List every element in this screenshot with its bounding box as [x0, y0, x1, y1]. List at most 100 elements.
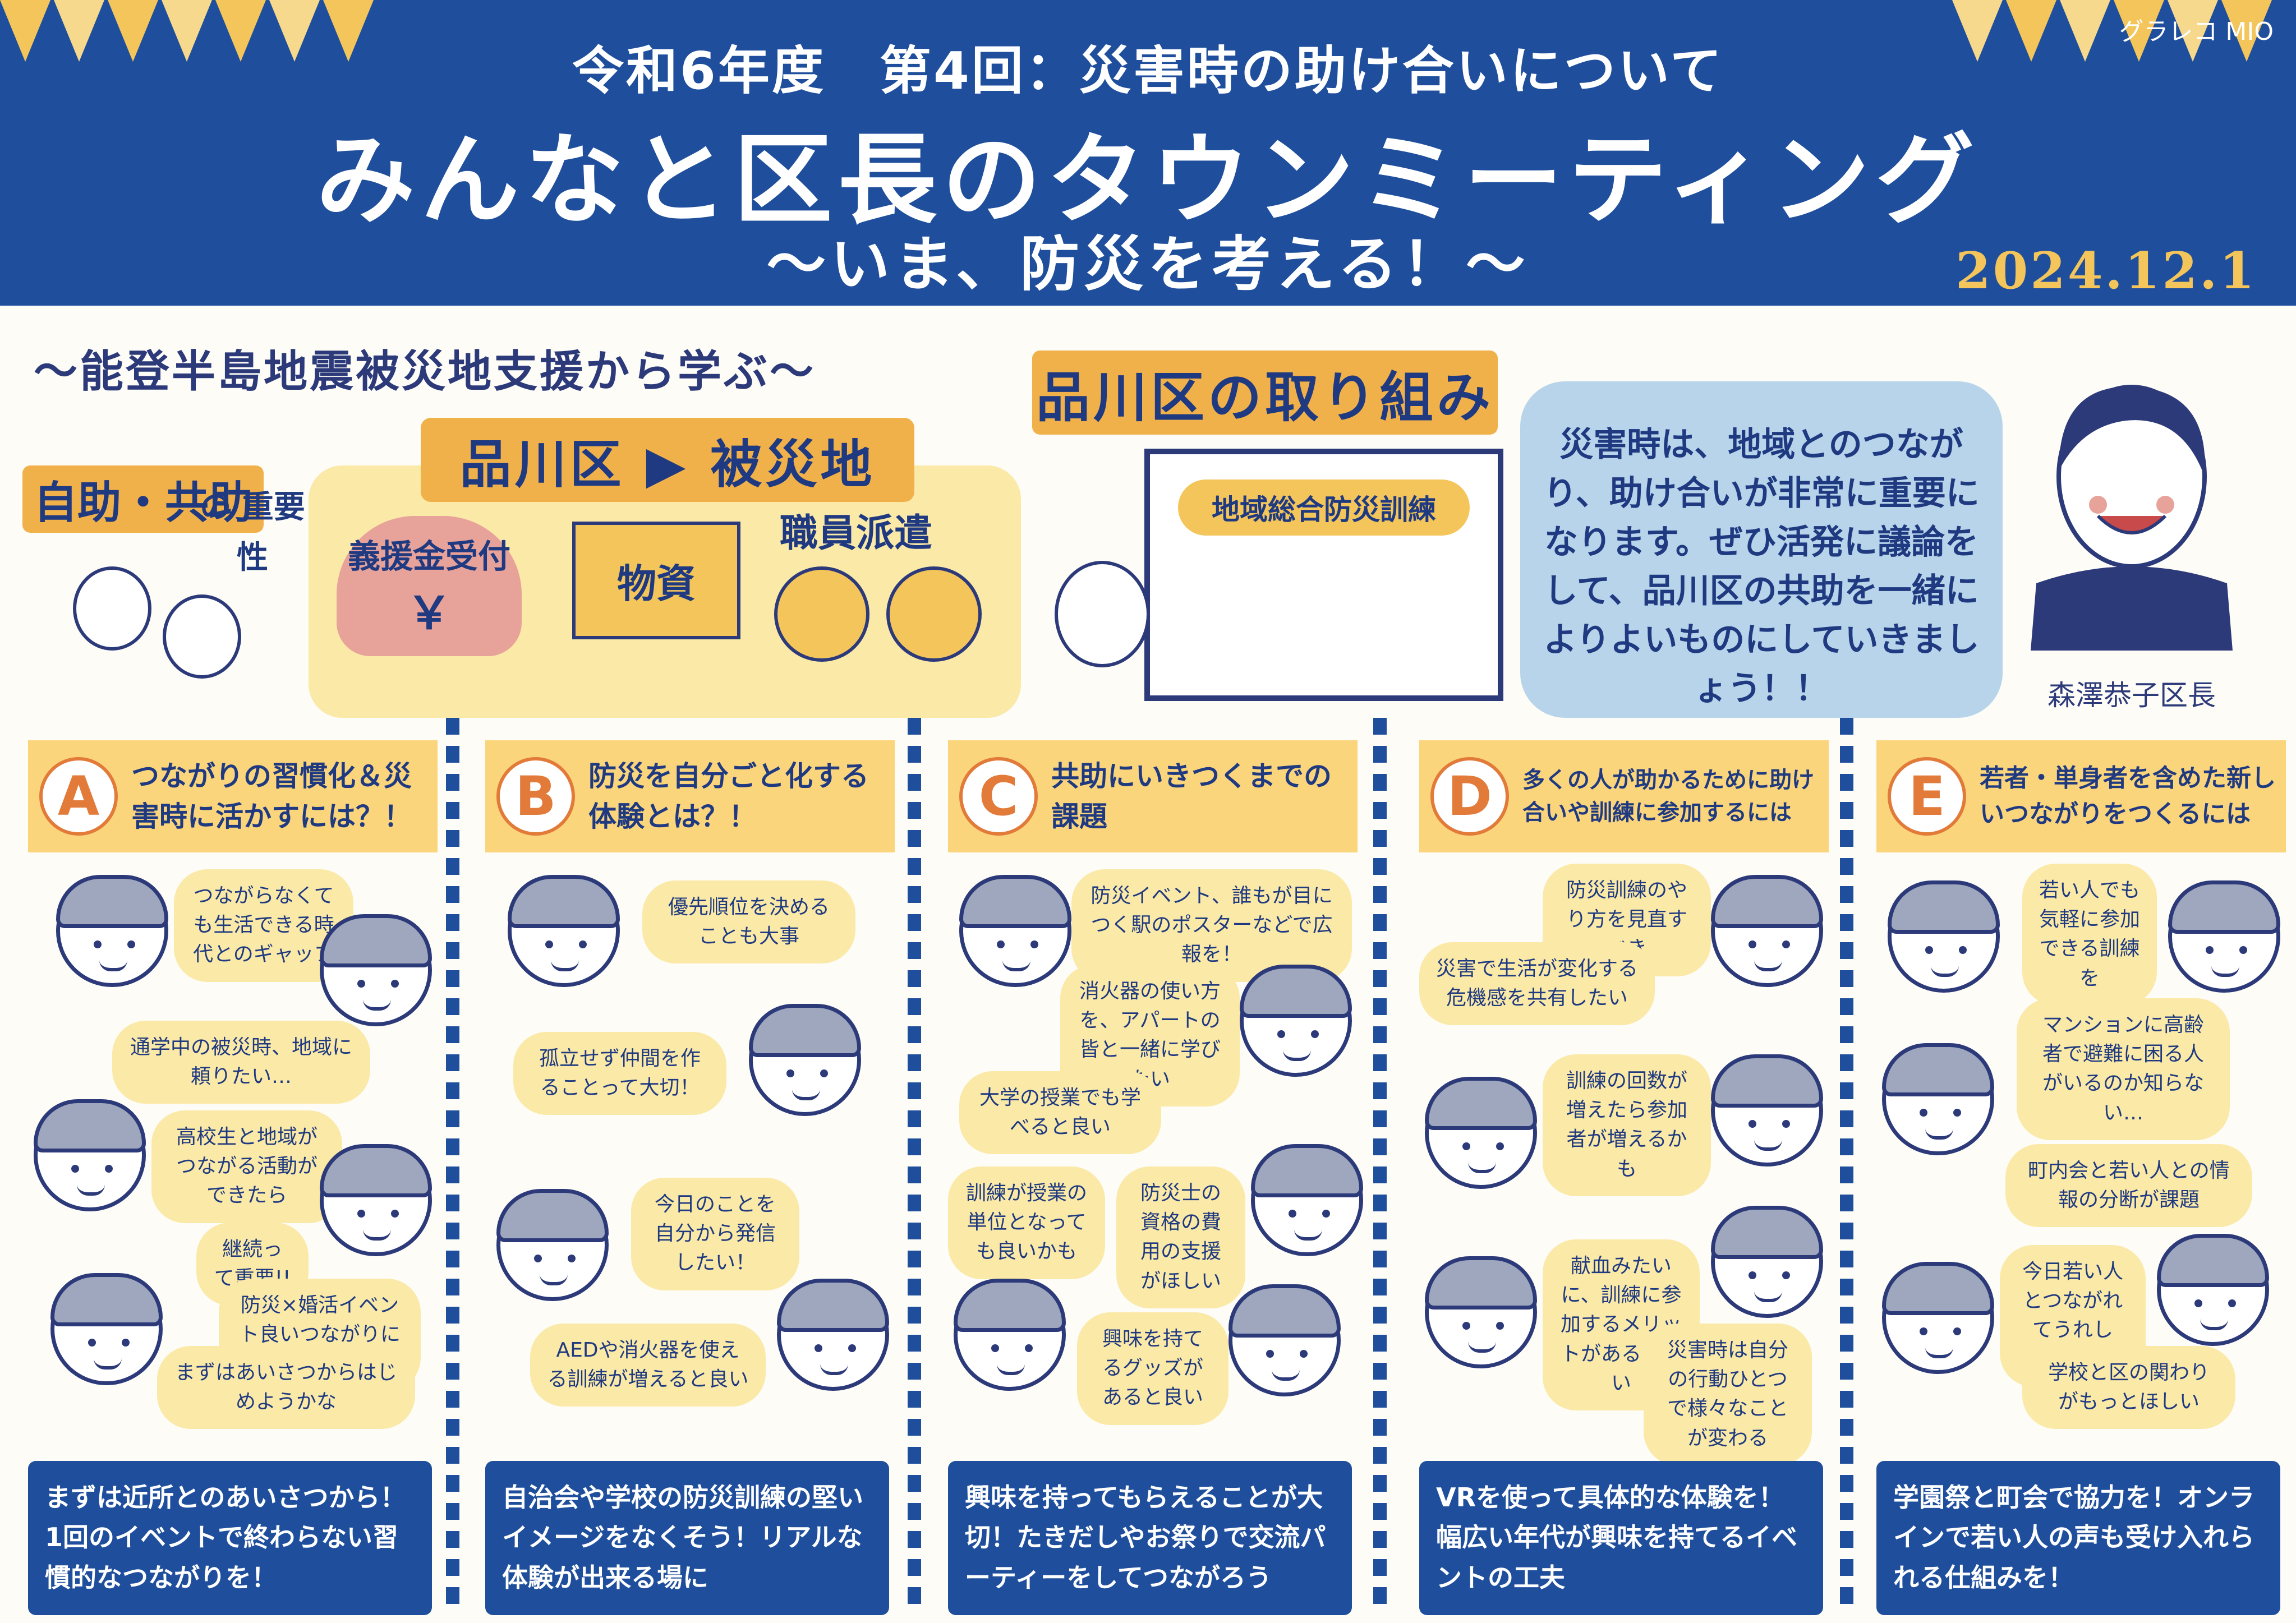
participant-avatar [56, 875, 168, 987]
quote-bubble: 優先順位を決めることも大事 [642, 880, 855, 964]
quote-bubble: 防災訓練のやり方を見直すべき [1543, 864, 1711, 976]
column-divider [1373, 718, 1387, 1615]
quote-bubble: 災害で生活が変化する危機感を共有したい [1419, 942, 1655, 1026]
mayor-name: 森澤恭子区長 [2047, 679, 2216, 712]
quote-bubble: 大学の授業でも学べると良い [959, 1071, 1161, 1155]
selfhelp-tag: 自助・共助 [22, 465, 264, 533]
column-a: A つながりの習慣化＆災害時に活かすには？！ つながらなくても生活できる時代との… [28, 740, 466, 1615]
participant-avatar [777, 1279, 889, 1391]
support-tag: 品川区 ▶ 被災地 [421, 418, 914, 502]
participant-avatar [50, 1273, 163, 1385]
participant-avatar [320, 1144, 432, 1256]
column-summary: VRを使って具体的な体験を！幅広い年代が興味を持てるイベントの工夫 [1419, 1461, 1823, 1615]
header-tagline: ～いま、防災を考える！～ [766, 230, 1530, 299]
column-header: C 共助にいきつくまでの課題 [948, 740, 1358, 852]
donation-label: 義援金受付 [347, 537, 510, 575]
column-divider [446, 718, 459, 1615]
mayor-speech-bubble: 災害時は、地域とのつながり、助け合いが非常に重要になります。ぜひ活発に議論をして… [1520, 381, 2003, 718]
participant-avatar [1251, 1144, 1363, 1256]
quote-bubble: つながらなくても生活できる時代とのギャップ [174, 869, 353, 982]
person-illustration [73, 566, 151, 651]
quote-bubble: 訓練の回数が増えたら参加者が増えるかも [1543, 1054, 1711, 1196]
participant-avatar [508, 875, 620, 987]
supplies-label: 物資 [617, 560, 696, 607]
selfhelp-sub: の 重要性 [200, 489, 305, 576]
drill-label: 地域総合防災訓練 [1178, 479, 1470, 536]
column-title: 多くの人が助かるために助け合いや訓練に参加するには [1522, 767, 1814, 826]
column-summary: まずは近所とのあいさつから！1回のイベントで終わらない習慣的なつながりを！ [28, 1461, 432, 1615]
column-letter: C [959, 757, 1038, 836]
participant-avatar [496, 1189, 609, 1301]
column-summary: 自治会や学校の防災訓練の堅いイメージをなくそう！リアルな体験が出来る場に [485, 1461, 889, 1615]
staff-person-icon [774, 566, 869, 662]
participant-avatar [1711, 875, 1823, 987]
quote-bubble: 高校生と地域がつながる活動ができたら [151, 1110, 342, 1223]
column-letter: A [39, 757, 118, 836]
participant-avatar [749, 1004, 861, 1116]
donation-heart-icon: 義援金受付 ￥ [337, 516, 522, 656]
column-c: C 共助にいきつくまでの課題 防災イベント、誰もが目につく駅のポスターなどで広報… [948, 740, 1386, 1615]
participant-avatar [1711, 1054, 1823, 1166]
participant-avatar [1882, 1043, 1994, 1155]
participant-avatar [1240, 965, 1352, 1077]
quote-bubble: 興味を持てるグッズがあると良い [1077, 1312, 1228, 1425]
column-d: D 多くの人が助かるために助け合いや訓練に参加するには 防災訓練のやり方を見直す… [1419, 740, 1857, 1615]
quote-bubble: 訓練が授業の単位となっても良いかも [948, 1166, 1105, 1279]
column-letter: D [1430, 757, 1509, 836]
participant-avatar [34, 1099, 146, 1211]
participant-avatar [1888, 880, 2000, 993]
column-letter: E [1888, 757, 1966, 836]
presenter-illustration [1055, 561, 1150, 667]
quote-bubble: マンションに高齢者で避難に困る人がいるのか知らない… [2017, 998, 2230, 1140]
staff-person-icon [886, 566, 982, 662]
quote-bubble: AEDや消火器を使える訓練が増えると良い [530, 1324, 766, 1407]
quote-bubble: まずはあいさつからはじめようかな [157, 1346, 415, 1430]
shinagawa-tag: 品川区の取り組み [1032, 351, 1498, 435]
bunting-left [0, 0, 377, 62]
staff-label: 職員派遣 [780, 511, 933, 556]
quote-bubble: 学校と区の関わりがもっとほしい [2022, 1346, 2235, 1430]
quote-bubble: 孤立せず仲間を作ることって大切！ [513, 1032, 726, 1115]
column-title: つながりの習慣化＆災害時に活かすには？！ [131, 759, 412, 833]
quote-bubble: 若い人でも気軽に参加できる訓練を [2022, 864, 2157, 1006]
participant-avatar [320, 914, 432, 1026]
bunting-right [1952, 0, 2275, 62]
column-e: E 若者・単身者を含めた新しいつながりをつくるには 若い人でも気軽に参加できる訓… [1876, 740, 2296, 1615]
supplies-box-icon: 物資 [572, 522, 740, 639]
quote-bubble: 防災士の資格の費用の支援がほしい [1116, 1166, 1245, 1308]
mayor-portrait [2031, 385, 2233, 651]
column-title: 共助にいきつくまでの課題 [1051, 759, 1332, 833]
participant-avatar [2157, 1234, 2269, 1346]
column-b: B 防災を自分ごと化する体験とは？！ 優先順位を決めることも大事 孤立せず仲間を… [485, 740, 923, 1615]
header-subtitle: 令和6年度 第4回：災害時の助け合いについて [572, 41, 1724, 101]
quote-bubble: 防災イベント、誰もが目につく駅のポスターなどで広報を！ [1071, 869, 1352, 982]
brand-logo: グラレコ MIO [2119, 11, 2274, 47]
column-letter: B [496, 757, 575, 836]
quote-bubble: 災害時は自分の行動ひとつで様々なことが変わる [1644, 1324, 1812, 1465]
quote-bubble: 町内会と若い人との情報の分断が課題 [2005, 1144, 2252, 1228]
participant-avatar [1425, 1256, 1537, 1368]
column-summary: 学園祭と町会で協力を！オンラインで若い人の声も受け入れられる仕組みを！ [1876, 1461, 2280, 1615]
column-summary: 興味を持ってもらえることが大切！たきだしやお祭りで交流パーティーをしてつながろう [948, 1461, 1352, 1615]
page-title: みんなと区長のタウンミーティング [316, 123, 1980, 238]
column-divider [1840, 718, 1853, 1615]
column-header: A つながりの習慣化＆災害時に活かすには？！ [28, 740, 438, 852]
column-divider [908, 718, 921, 1615]
column-title: 防災を自分ごと化する体験とは？！ [588, 759, 869, 833]
quote-bubble: 今日のことを自分から発信したい！ [631, 1178, 799, 1290]
column-header: D 多くの人が助かるために助け合いや訓練に参加するには [1419, 740, 1829, 852]
brand-label: グラレコ MIO [2119, 17, 2274, 46]
yen-label: ￥ [407, 587, 452, 639]
column-header: E 若者・単身者を含めた新しいつながりをつくるには [1876, 740, 2286, 852]
participant-avatar [1228, 1284, 1341, 1396]
event-date: 2024.12.1 [1955, 241, 2257, 301]
participant-avatar [959, 875, 1071, 987]
participant-avatar [954, 1279, 1066, 1391]
person-illustration [163, 594, 241, 679]
column-header: B 防災を自分ごと化する体験とは？！ [485, 740, 895, 852]
participant-avatar [1711, 1206, 1823, 1318]
intro-title: ～能登半島地震被災地支援から学ぶ～ [34, 347, 816, 397]
participant-avatar [2168, 880, 2280, 993]
header-banner: グラレコ MIO 令和6年度 第4回：災害時の助け合いについて みんなと区長のタ… [0, 0, 2296, 306]
column-title: 若者・単身者を含めた新しいつながりをつくるには [1980, 764, 2276, 828]
